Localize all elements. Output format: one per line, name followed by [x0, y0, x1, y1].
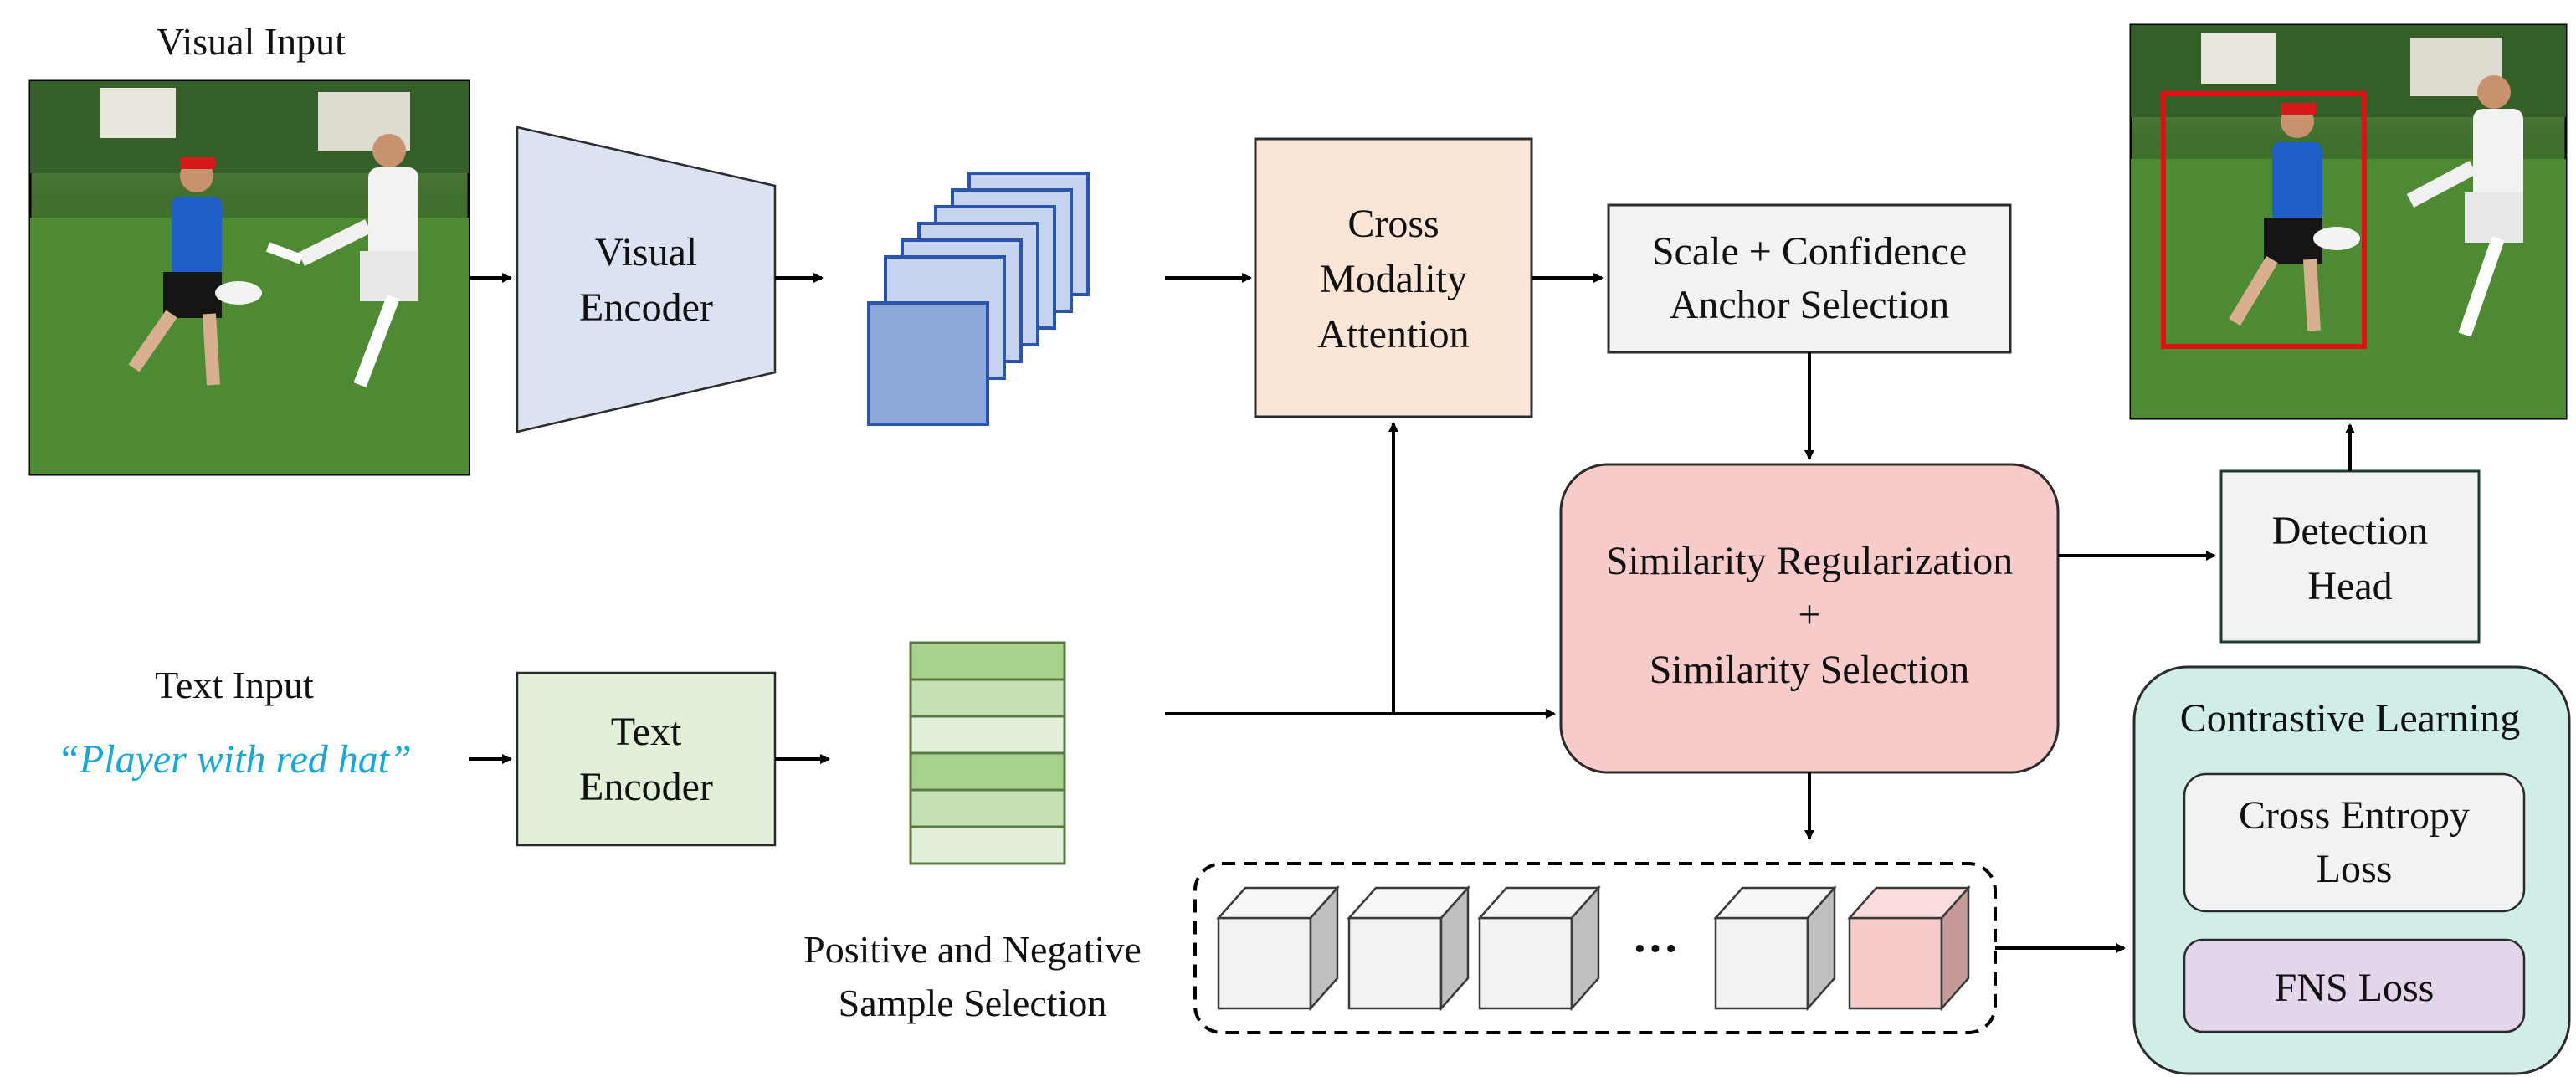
fns-loss-box	[2183, 938, 2526, 1033]
detection-head-line2: Head	[2307, 564, 2392, 608]
detection-head-box	[2219, 469, 2481, 644]
similarity-line2: +	[1798, 592, 1820, 637]
sample-selection-line1: Positive and Negative	[803, 928, 1142, 971]
contrastive-title: Contrastive Learning	[2180, 696, 2521, 741]
cross-modality-line3: Attention	[1317, 312, 1469, 356]
visual-encoder-line1: Visual	[595, 230, 697, 274]
text-input-query: “Player with red hat”	[57, 737, 412, 782]
fns-loss-label: FNS Loss	[2275, 966, 2435, 1010]
text-encoder-line2: Encoder	[579, 765, 713, 809]
cross-entropy-loss-box	[2183, 772, 2526, 913]
cross-modality-line1: Cross	[1347, 202, 1439, 246]
sample-selection-line2: Sample Selection	[839, 982, 1107, 1024]
cross-modality-line2: Modality	[1320, 257, 1467, 301]
visual-encoder-line2: Encoder	[579, 285, 713, 330]
cross-entropy-line1: Cross Entropy	[2239, 793, 2470, 838]
similarity-line1: Similarity Regularization	[1606, 539, 2014, 583]
visual-input-label: Visual Input	[157, 20, 346, 63]
anchor-selection-box	[1607, 203, 2012, 354]
text-encoder-line1: Text	[611, 710, 682, 754]
detection-head-line1: Detection	[2272, 509, 2429, 553]
text-encoder-box	[516, 671, 777, 847]
sample-ellipsis: ···	[1632, 923, 1679, 975]
visual-feature-stack	[867, 172, 1090, 426]
anchor-selection-line1: Scale + Confidence	[1652, 229, 1967, 274]
sample-selection-box	[1193, 862, 1997, 1034]
visual-encoder-box	[516, 126, 777, 433]
text-input-label: Text Input	[155, 664, 314, 706]
anchor-selection-line2: Anchor Selection	[1670, 283, 1950, 327]
sample-cubes	[1216, 885, 1971, 1012]
cross-entropy-line2: Loss	[2317, 847, 2393, 891]
text-feature-stack	[909, 641, 1066, 865]
output-photo	[2129, 23, 2568, 420]
visual-input-photo	[28, 79, 470, 476]
bounding-box	[2161, 91, 2367, 349]
similarity-line3: Similarity Selection	[1650, 648, 1970, 692]
cross-modality-box	[1254, 137, 1533, 418]
